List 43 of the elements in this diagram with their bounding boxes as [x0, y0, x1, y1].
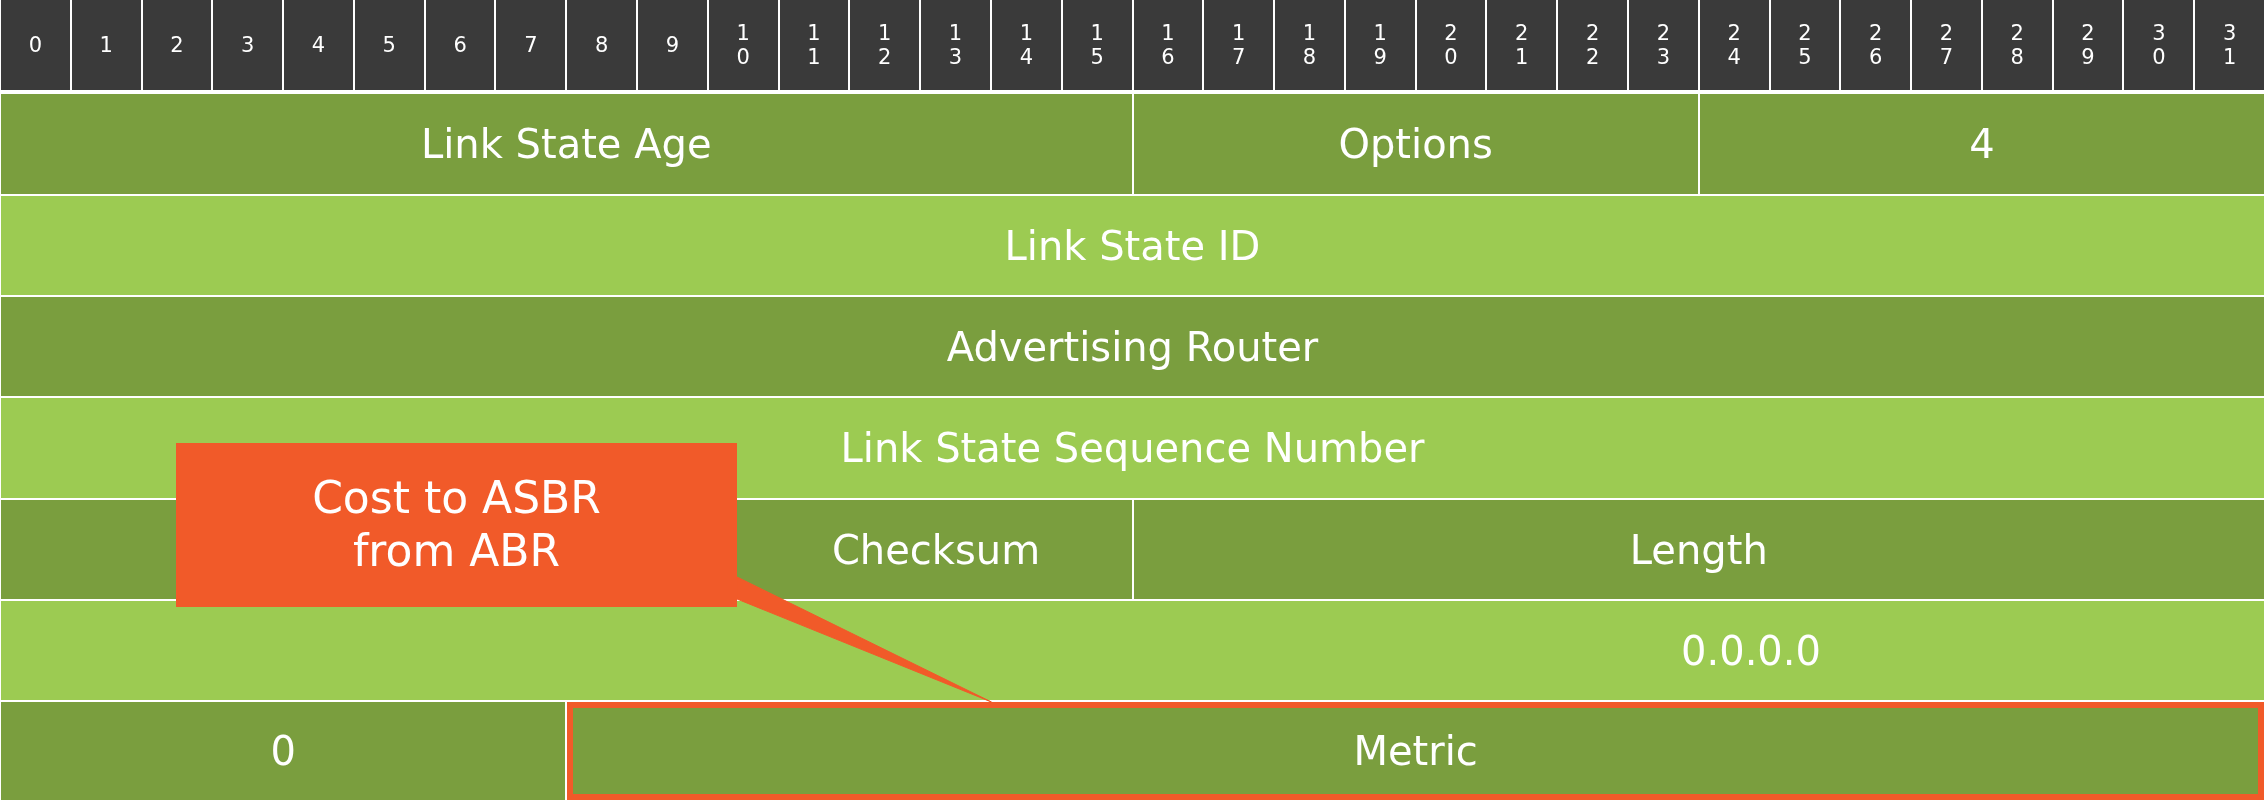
bit-number: 3 — [213, 0, 283, 90]
field-name: Advertising Router — [946, 323, 1319, 370]
bit-number: 30 — [2124, 0, 2194, 90]
field-name: Link State Sequence Number — [840, 425, 1425, 471]
bit-number: 27 — [1912, 0, 1981, 90]
bit-number: 18 — [1275, 0, 1344, 90]
bit-number: 31 — [2195, 0, 2264, 90]
field-name: Checksum — [831, 526, 1041, 573]
bit-number: 5 — [354, 0, 424, 90]
bit-number: 23 — [1628, 0, 1698, 90]
bit-number: 20 — [1416, 0, 1486, 90]
field-name: Link State Age — [420, 121, 712, 167]
bit-number: 1 — [71, 0, 141, 90]
bit-number: 16 — [1133, 0, 1203, 90]
field-name: 0.0.0.0 — [1681, 627, 1821, 674]
bit-number: 21 — [1487, 0, 1557, 90]
bit-number: 11 — [779, 0, 849, 90]
bit-number: 4 — [284, 0, 353, 90]
bit-number: 15 — [1062, 0, 1132, 90]
bit-number: 25 — [1770, 0, 1840, 90]
bit-number: 7 — [496, 0, 566, 90]
bit-number: 19 — [1345, 0, 1415, 90]
bit-number: 9 — [638, 0, 707, 90]
field-name: Length — [1629, 526, 1768, 573]
bit-number: 8 — [567, 0, 637, 90]
bit-number: 22 — [1558, 0, 1627, 90]
bit-number: 12 — [850, 0, 920, 90]
bit-number: 17 — [1204, 0, 1274, 90]
bit-number: 14 — [991, 0, 1061, 90]
field-name: 0 — [270, 728, 296, 774]
bit-number: 26 — [1841, 0, 1911, 90]
bit-number: 13 — [921, 0, 990, 90]
bit-number: 29 — [2053, 0, 2123, 90]
bit-number: 24 — [1699, 0, 1769, 90]
bit-number: 2 — [142, 0, 212, 90]
bit-number: 6 — [425, 0, 495, 90]
field-name: Link State ID — [1004, 222, 1261, 269]
bit-number: 0 — [1, 0, 70, 90]
field-name: Metric — [1353, 728, 1478, 774]
field-name: 4 — [1969, 121, 1995, 167]
field-name: Options — [1338, 121, 1493, 167]
bit-number: 28 — [1982, 0, 2052, 90]
bit-number: 10 — [708, 0, 778, 90]
